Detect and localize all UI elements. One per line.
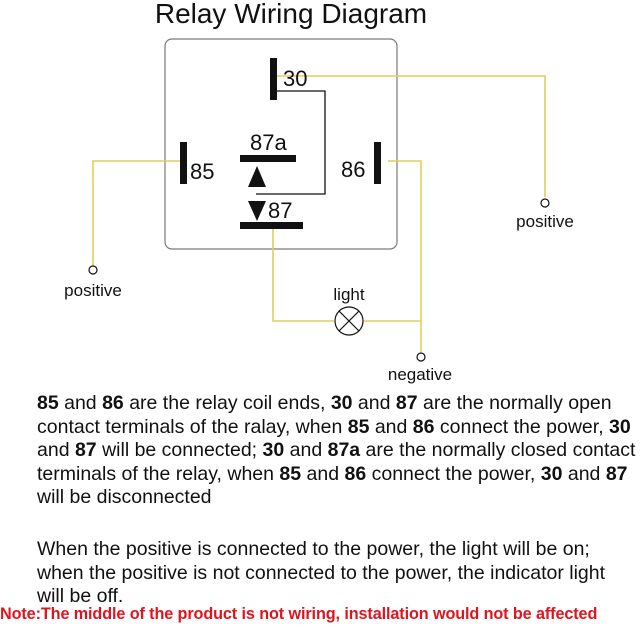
terminal-reference: 30 (609, 415, 631, 438)
terminal-reference: 30 (262, 439, 285, 462)
arrow-down-icon (248, 201, 266, 221)
terminal-reference: 87 (605, 462, 628, 485)
description-relay-terminals: 85 and 86 are the relay coil ends, 30 an… (37, 392, 637, 510)
terminal-reference: 85 (37, 392, 59, 414)
wire-30-positive (277, 75, 546, 197)
terminal-86-label: 86 (341, 157, 365, 182)
terminal-reference: 87a (327, 439, 361, 462)
description-text: and (284, 439, 328, 462)
description-text: and (301, 462, 345, 485)
positive-left-label: positive (64, 281, 122, 300)
installation-note: Note:The middle of the product is not wi… (0, 605, 598, 623)
description-text: and (58, 392, 103, 414)
arrow-up-icon (248, 166, 266, 187)
positive-right-terminal-icon (540, 198, 550, 208)
terminal-30-blade (270, 58, 277, 100)
terminal-reference: 30 (330, 392, 353, 414)
description-text: are the normally open contact terminals … (37, 392, 612, 438)
description-text: and (562, 462, 606, 485)
terminal-reference: 85 (279, 462, 302, 485)
positive-left-terminal-icon (88, 265, 98, 275)
terminal-reference: 85 (347, 415, 370, 438)
wire-86-negative (388, 160, 422, 352)
description-text: and (369, 415, 413, 438)
terminal-reference: 86 (412, 415, 435, 438)
positive-right-label: positive (516, 212, 574, 231)
wire-85-positive (92, 160, 180, 266)
description-text: are the normally closed contact terminal… (37, 439, 636, 485)
terminal-reference: 86 (102, 392, 124, 414)
description-text: connect the power, (434, 415, 610, 438)
light-label: light (333, 285, 364, 304)
relay-wiring-diagram: Relay Wiring Diagram 30 85 86 87a 87 pos… (64, 0, 574, 384)
negative-label: negative (388, 365, 452, 384)
description-text: are the relay coil ends, (123, 392, 331, 414)
terminal-85-label: 85 (190, 159, 214, 184)
relay-housing (164, 38, 398, 250)
terminal-reference: 87 (74, 439, 97, 462)
description-text: and (352, 392, 396, 414)
description-text: will be disconnected (37, 486, 212, 509)
light-bulb-icon (334, 306, 364, 336)
description-text: will be connected; (96, 439, 263, 462)
terminal-reference: 30 (540, 462, 563, 485)
switch-line (256, 90, 326, 195)
wires (92, 75, 546, 352)
terminal-87-label: 87 (268, 198, 292, 223)
terminal-86-blade (374, 142, 381, 184)
terminal-87a-label: 87a (250, 130, 287, 155)
terminal-85-blade (180, 142, 187, 184)
description-light-behavior: When the positive is connected to the po… (37, 538, 606, 608)
negative-terminal-icon (416, 352, 426, 362)
terminal-30-label: 30 (283, 66, 307, 91)
terminal-87a-blade (240, 155, 296, 162)
wire-87-light (272, 228, 334, 322)
description-text: and (37, 439, 75, 462)
terminal-reference: 86 (344, 462, 367, 485)
description-text: connect the power, (366, 462, 541, 485)
terminal-87-blade (240, 222, 303, 229)
diagram-title: Relay Wiring Diagram (155, 0, 427, 29)
terminal-reference: 87 (395, 392, 418, 414)
